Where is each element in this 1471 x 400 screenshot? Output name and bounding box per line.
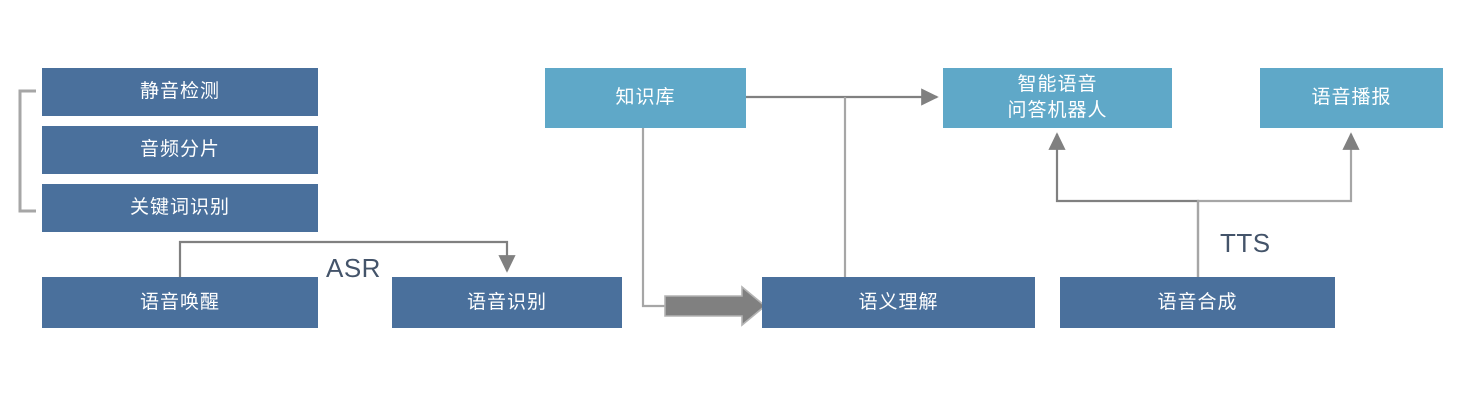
connector-synthesis-to-robot: [1048, 132, 1200, 277]
connector-kb-to-semantic: [641, 128, 668, 308]
left-group-bracket: [18, 89, 36, 213]
node-speech-synthesis[interactable]: 语音合成: [1060, 277, 1335, 328]
node-qa-robot[interactable]: 智能语音 问答机器人: [943, 68, 1172, 128]
node-knowledge-base[interactable]: 知识库: [545, 68, 746, 128]
node-semantic-understanding[interactable]: 语义理解: [762, 277, 1035, 328]
node-voice-broadcast[interactable]: 语音播报: [1260, 68, 1443, 128]
node-keyword-spotting[interactable]: 关键词识别: [42, 184, 318, 232]
node-voice-wakeup[interactable]: 语音唤醒: [42, 277, 318, 328]
node-speech-recognition[interactable]: 语音识别: [392, 277, 622, 328]
edge-label-tts-label: TTS: [1220, 228, 1271, 258]
edge-label-asr-label: ASR: [326, 253, 381, 283]
node-silence-detection[interactable]: 静音检测: [42, 68, 318, 116]
block-arrow-to-semantic: [664, 285, 767, 327]
node-audio-segmentation[interactable]: 音频分片: [42, 126, 318, 174]
